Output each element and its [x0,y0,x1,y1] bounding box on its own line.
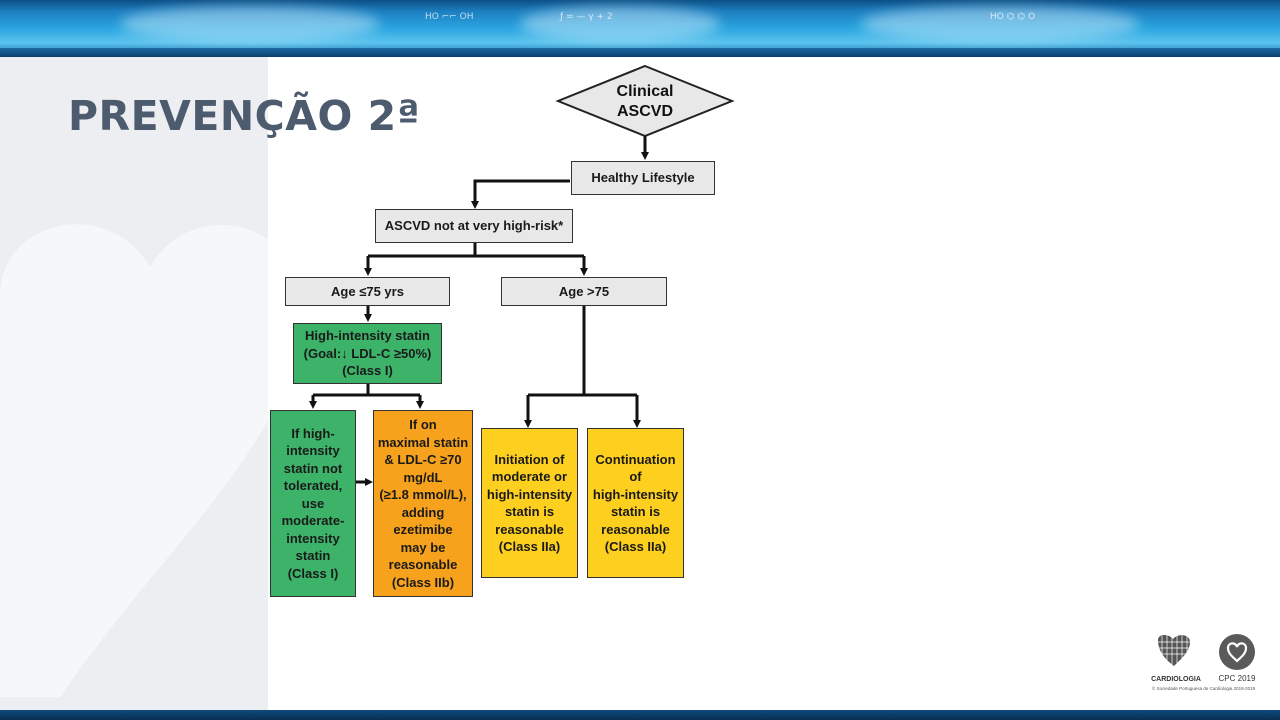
ascvd-risk-box: ASCVD not at very high-risk* [375,209,573,243]
age-young-box: Age ≤75 yrs [285,277,450,306]
ezetimibe-box: If on maximal statin & LDL-C ≥70 mg/dL (… [373,410,473,597]
continuation-box: Continuation of high-intensity statin is… [587,428,684,578]
heart-watermark-icon [0,224,268,697]
bottom-bar [0,710,1280,720]
heart-grid-icon [1158,634,1190,666]
side-panel [0,57,268,710]
cpc-logo-text: CPC 2019 [1218,674,1256,683]
spc-logo-text: CARDIOLOGIA [1151,676,1201,683]
top-banner: HO ⌐⌐ OH ƒ = — γ + 2 HO ⌬ ⌬ O [0,0,1280,57]
page-title: PREVENÇÃO 2ª [68,92,421,140]
high-intensity-statin-box: High-intensity statin (Goal:↓ LDL-C ≥50%… [293,323,442,384]
heart-circle-icon [1219,634,1255,670]
initiation-box: Initiation of moderate or high-intensity… [481,428,578,578]
clinical-ascvd-label: Clinical ASCVD [616,83,674,120]
healthy-lifestyle-box: Healthy Lifestyle [571,161,715,195]
logos [1158,634,1255,670]
not-tolerated-box: If high- intensity statin not tolerated,… [270,410,356,597]
age-old-box: Age >75 [501,277,667,306]
copyright-text: © Sociedade Portuguesa de Cardiologia 20… [1152,686,1256,691]
